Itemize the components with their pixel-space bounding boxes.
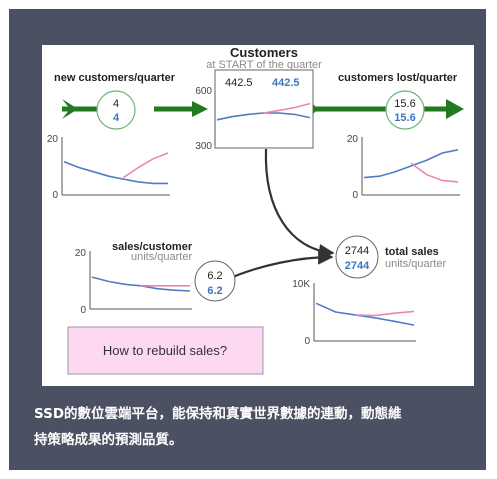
sales-per-customer-y-top: 20 — [75, 248, 87, 259]
diagram-panel: new customers/quarter customers lost/qua… — [42, 45, 474, 386]
total-sales-chart — [315, 302, 415, 326]
outflow-y-bottom: 0 — [352, 190, 358, 201]
outflow-label: customers lost/quarter — [338, 72, 458, 84]
outflow-value-blue: 15.6 — [394, 112, 415, 124]
outflow-pipe — [310, 99, 464, 119]
sales-per-customer-series-blue-line — [91, 276, 191, 292]
total-sales-series-pink-line — [355, 310, 415, 317]
inflow-chart — [63, 152, 169, 185]
customers-lost-series-blue-line — [363, 149, 459, 179]
stock-subtitle: at START of the quarter — [206, 59, 322, 71]
total-sales-series-blue-line — [315, 302, 415, 326]
total-sales-unit: units/quarter — [385, 258, 446, 270]
inflow-label: new customers/quarter — [54, 72, 176, 84]
stock-y-bottom: 300 — [195, 141, 212, 152]
inflow-value-black: 4 — [113, 98, 119, 110]
stock-chart — [216, 102, 311, 121]
link-sales-per-customer-to-total-sales — [227, 249, 334, 281]
total-sales-value-blue: 2744 — [345, 260, 370, 272]
customers-lost-series-pink-line — [410, 162, 459, 183]
total-sales-node[interactable] — [335, 235, 379, 279]
total-sales-y-bottom: 0 — [304, 336, 310, 347]
total-sales-value-black: 2744 — [345, 245, 369, 257]
inflow-y-top: 20 — [47, 134, 59, 145]
stock-value-black: 442.5 — [225, 77, 253, 89]
stock-value-blue: 442.5 — [272, 77, 300, 89]
sales-per-customer-value-black: 6.2 — [207, 270, 222, 282]
stock-title: Customers — [230, 45, 298, 60]
outflow-value-black: 15.6 — [394, 98, 415, 110]
outflow-chart — [363, 149, 459, 183]
outflow-valve[interactable] — [385, 90, 425, 130]
new-customers-series-blue-line — [63, 160, 168, 185]
stock-y-top: 600 — [195, 86, 212, 97]
inflow-valve[interactable] — [96, 90, 136, 130]
new-customers-series-pink-line — [122, 152, 169, 179]
sales-per-customer-y-bottom: 0 — [80, 305, 86, 316]
sales-per-customer-unit: units/quarter — [131, 251, 192, 263]
stock-flow-diagram: new customers/quarter customers lost/qua… — [47, 45, 464, 375]
sales-per-customer-chart — [91, 276, 191, 292]
rebuild-sales-button-label: How to rebuild sales? — [103, 343, 227, 358]
outflow-y-top: 20 — [347, 134, 359, 145]
caption-line-2: 持策略成果的預測品質。 — [34, 432, 183, 448]
inflow-value-blue: 4 — [113, 112, 120, 124]
sales-per-customer-label: sales/customer — [112, 241, 193, 253]
rebuild-sales-button[interactable] — [67, 326, 264, 375]
caption-line-1: SSD的數位雲端平台，能保持和真實世界數據的連動，動態維 — [34, 406, 402, 422]
total-sales-label: total sales — [385, 246, 439, 258]
caption: SSD的數位雲端平台，能保持和真實世界數據的連動，動態維 持策略成果的預測品質。 — [34, 401, 479, 453]
total-sales-y-top: 10K — [292, 279, 310, 290]
sales-per-customer-value-blue: 6.2 — [207, 285, 222, 297]
customers-stock-series-pink-line — [263, 102, 311, 114]
link-stock-to-total-sales — [264, 148, 335, 260]
card-frame: new customers/quarter customers lost/qua… — [9, 9, 486, 470]
inflow-y-bottom: 0 — [52, 190, 58, 201]
sales-per-customer-node[interactable] — [194, 260, 236, 302]
